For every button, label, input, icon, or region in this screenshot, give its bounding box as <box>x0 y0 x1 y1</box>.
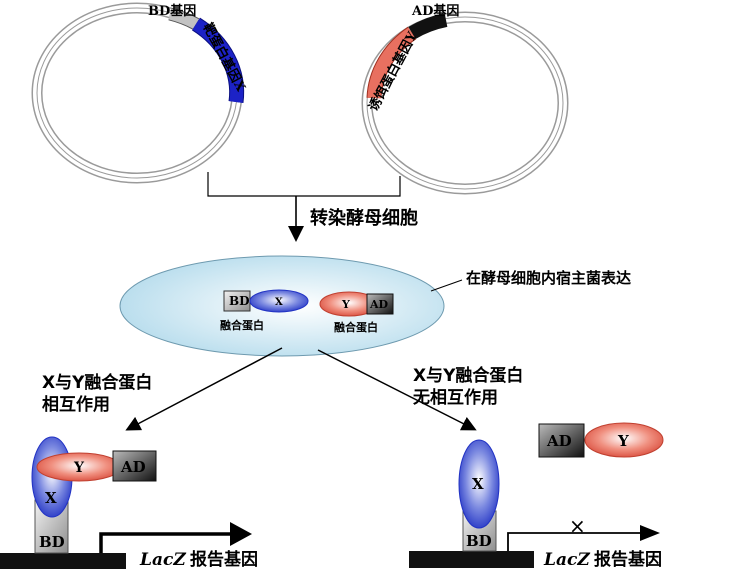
no-interact-blocked-mark: × <box>569 514 586 538</box>
cell-x-label: X <box>275 297 283 308</box>
interact-ad-label: AD <box>120 458 146 476</box>
bait-gene-label: 靶蛋白基因X <box>199 20 249 95</box>
interact-transcription-arrowhead <box>230 522 252 546</box>
free-ad-label: AD <box>546 432 572 450</box>
cell-x-protein <box>249 289 309 313</box>
no-interact-x-label: X <box>472 475 484 493</box>
no-interact-dna-strand <box>409 551 534 568</box>
free-ad-box <box>538 423 585 458</box>
interact-dna-strand <box>0 553 126 569</box>
merge-bracket <box>207 172 401 197</box>
interact-label-line2: 相互作用 <box>42 394 110 415</box>
transfection-label: 转染酵母细胞 <box>310 207 418 229</box>
bd-gene-segment <box>168 8 199 29</box>
expression-label: 在酵母细胞内宿主菌表达 <box>466 269 631 287</box>
ad-gene-segment <box>408 13 448 40</box>
cell-fusion-right-caption: 融合蛋白 <box>334 320 378 334</box>
interact-label-line1: X与Y融合蛋白 <box>42 372 152 393</box>
cell-fusion-left-caption: 融合蛋白 <box>220 318 264 332</box>
cell-y-label: Y <box>341 298 350 311</box>
no-interact-label-line1: X与Y融合蛋白 <box>413 365 523 386</box>
no-interact-label-line2: 无相互作用 <box>412 387 498 408</box>
no-interact-transcription-arrowhead <box>640 525 660 541</box>
bd-gene-label: BD基因 <box>148 3 196 19</box>
interact-reporter-italic: LacZ <box>139 550 186 570</box>
no-interact-reporter-italic: LacZ <box>543 550 590 570</box>
interact-ad-box <box>112 450 157 482</box>
interact-x-label: X <box>45 489 57 507</box>
no-interact-bd-label: BD <box>466 532 492 550</box>
cell-ad-label: AD <box>369 298 389 311</box>
no-interact-x-protein <box>458 439 500 529</box>
outcome-no-interact: BD X × LacZ 报告基因 AD Y <box>409 422 664 570</box>
prey-gene-segment <box>367 27 416 99</box>
bait-gene-segment <box>192 18 244 103</box>
interact-reporter-suffix: 报告基因 <box>190 549 258 570</box>
arrow-to-no-interact <box>317 349 477 431</box>
free-y-protein <box>584 422 664 458</box>
cell-ad-box <box>366 293 394 315</box>
interact-y-label: Y <box>73 460 85 476</box>
no-interact-reporter-suffix: 报告基因 <box>594 549 662 570</box>
interact-transcription-line <box>99 532 230 553</box>
outcome-interact: BD X Y AD LacZ 报告基因 <box>0 436 258 570</box>
cell-bd-label: BD <box>229 294 250 308</box>
arrow-to-interact <box>125 347 283 431</box>
ad-gene-label: AD基因 <box>411 3 459 19</box>
plasmid-prey: 诱饵蛋白基因Y AD基因 <box>361 3 569 195</box>
expression-pointer <box>430 279 463 292</box>
transfection-connector: 转染酵母细胞 <box>207 172 418 242</box>
free-y-label: Y <box>617 432 629 450</box>
interact-bd-label: BD <box>39 533 65 551</box>
no-interact-transcription-line <box>507 532 640 551</box>
yeast-cell: BD X 融合蛋白 Y AD 融合蛋白 <box>119 255 445 357</box>
plasmid-bait: BD基因 靶蛋白基因X <box>31 2 249 184</box>
